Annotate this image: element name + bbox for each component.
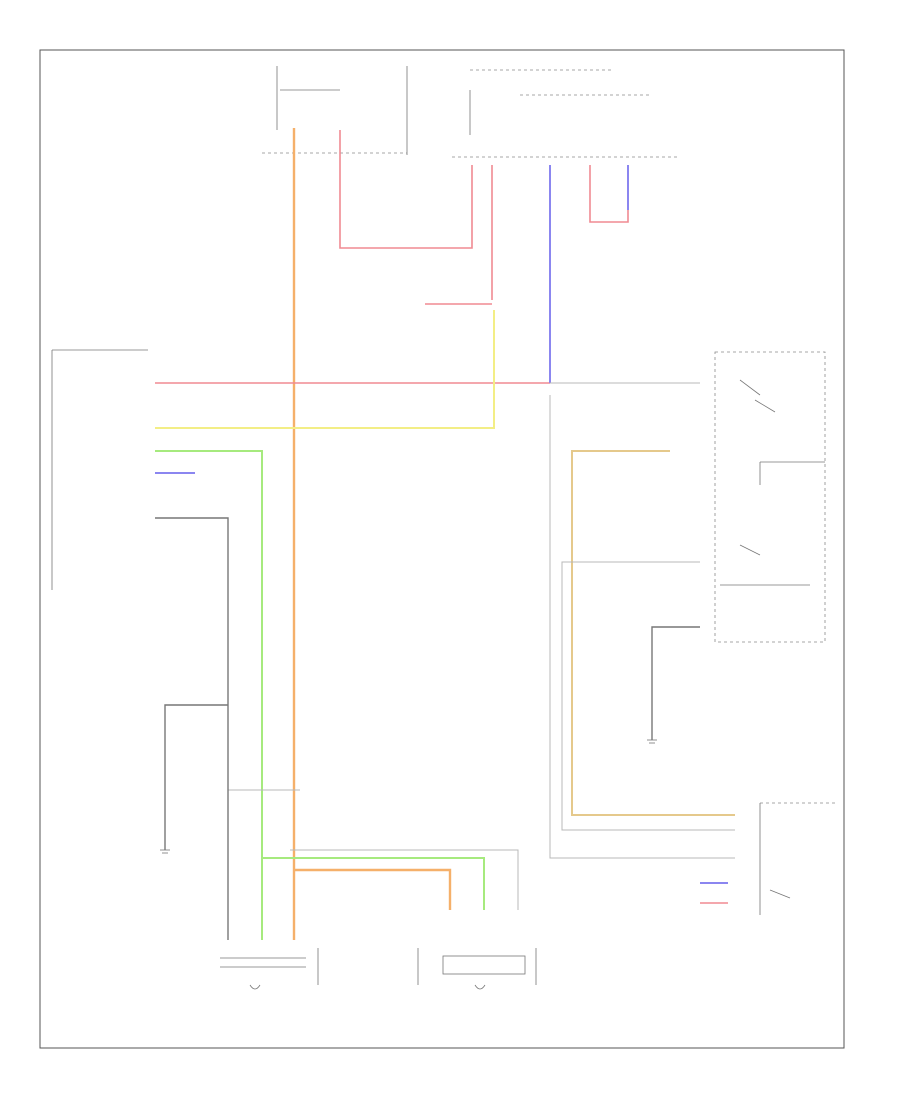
wire-orange-branch bbox=[294, 868, 452, 910]
top-fuse-block bbox=[452, 69, 678, 158]
left-module bbox=[51, 349, 148, 590]
bottom-right-connector-block bbox=[759, 802, 835, 915]
top-left-box-connector bbox=[262, 66, 408, 155]
wire-gray-bottom bbox=[290, 849, 519, 910]
wire-dark-left bbox=[155, 517, 229, 940]
right-headlamp-unit bbox=[220, 948, 319, 990]
wire-yellow bbox=[155, 310, 495, 429]
wire-red-top-loop bbox=[339, 130, 473, 249]
wire-gray-vertical bbox=[549, 395, 735, 859]
wire-green-branch bbox=[262, 857, 485, 910]
wire-dark-right-ground bbox=[651, 626, 700, 740]
diagram-frame bbox=[39, 49, 845, 1049]
wire-tan bbox=[571, 450, 735, 816]
wire-dark-ground bbox=[164, 704, 228, 850]
wire-gray-inner bbox=[561, 561, 735, 831]
left-headlamp-unit bbox=[417, 948, 537, 990]
wire-red-check-loop bbox=[589, 165, 629, 223]
left-ground-symbol bbox=[160, 849, 170, 854]
right-switch-module bbox=[714, 351, 826, 643]
right-ground-symbol bbox=[647, 739, 657, 744]
wire-green-main bbox=[155, 450, 263, 940]
